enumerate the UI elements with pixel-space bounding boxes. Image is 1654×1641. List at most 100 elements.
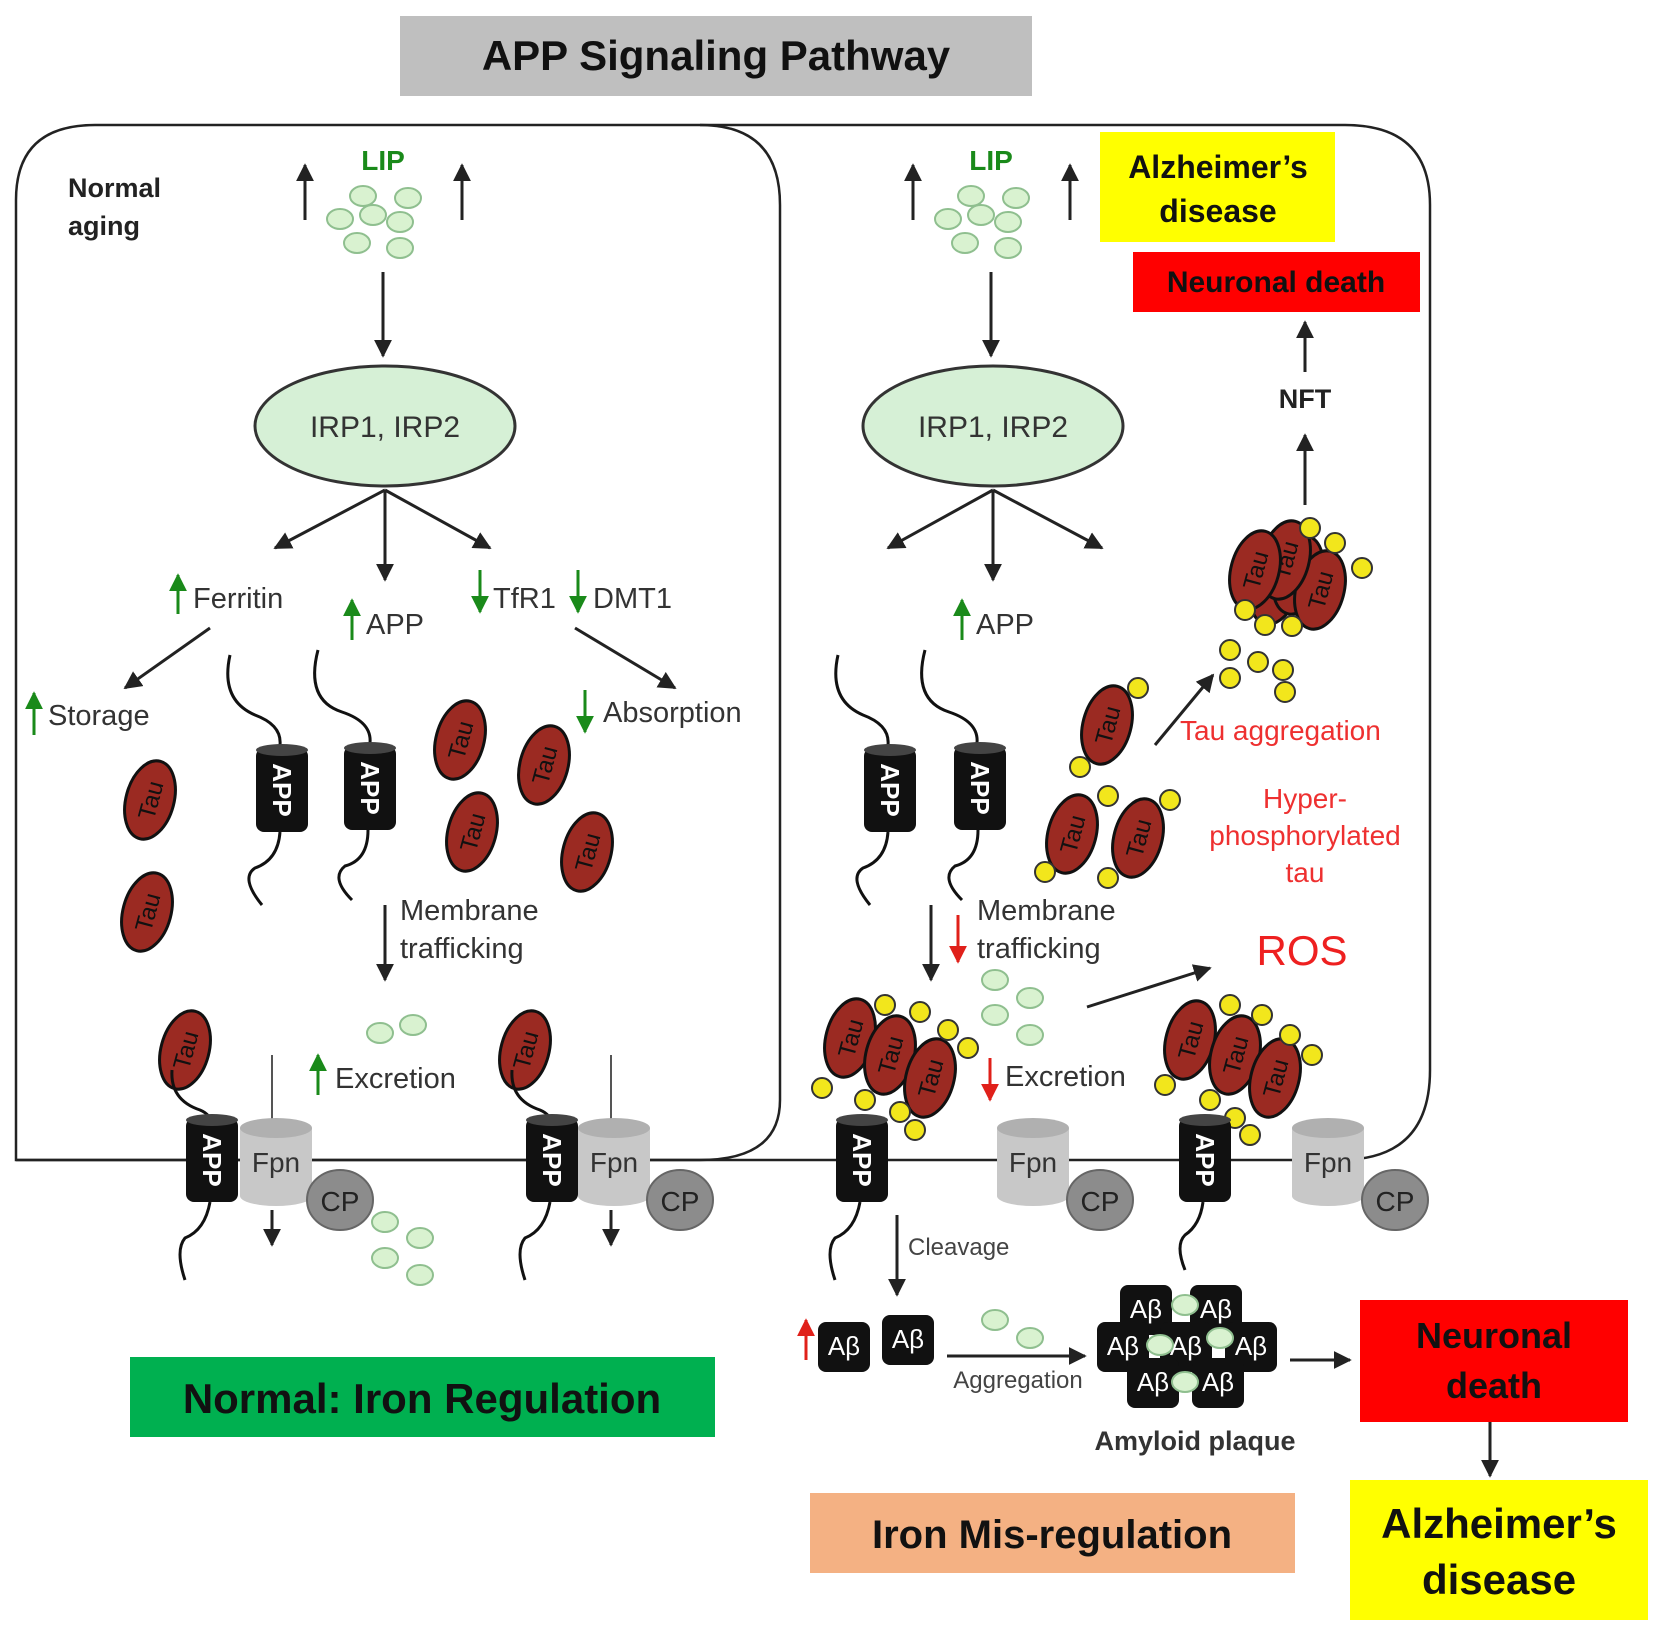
alzheimers-bottom-box bbox=[1350, 1480, 1648, 1620]
membrane-tau-cluster: Tau Tau Tau bbox=[1154, 993, 1323, 1146]
svg-text:APP: APP bbox=[875, 763, 905, 816]
membrane-tau-cluster: Tau Tau Tau bbox=[811, 991, 979, 1141]
app-receptor: APP bbox=[313, 649, 396, 902]
misreg-lip-iron-cluster bbox=[934, 185, 1030, 259]
normal-footer-box bbox=[130, 1357, 715, 1437]
svg-text:CP: CP bbox=[661, 1186, 700, 1217]
tau-protein: Tau bbox=[489, 1003, 561, 1097]
normal-cell-outline bbox=[14, 123, 782, 1162]
svg-text:Aβ: Aβ bbox=[1137, 1367, 1169, 1397]
tau-aggregation-label: Tau aggregation bbox=[1180, 715, 1381, 746]
normal-panel: Normal aging LIP IRP1, IRP2 Ferritin APP… bbox=[25, 145, 742, 1437]
normal-membrane-label-2: trafficking bbox=[400, 933, 524, 965]
hyperphosphorylated-label-2: phosphorylated bbox=[1209, 820, 1400, 851]
irp-to-ferritin-arrow bbox=[273, 488, 386, 550]
misreg-iron-cluster bbox=[981, 969, 1044, 1046]
svg-text:APP: APP bbox=[197, 1133, 227, 1186]
amyloid-plaque: Aβ Aβ Aβ Aβ Aβ Aβ Aβ bbox=[1097, 1285, 1277, 1408]
tau-protein: Tau bbox=[551, 805, 623, 899]
svg-text:APP: APP bbox=[847, 1133, 877, 1186]
app-receptor: APP bbox=[834, 654, 916, 906]
alzheimers-top-label: Alzheimer’s bbox=[1128, 149, 1308, 185]
misreg-excretion-label: Excretion bbox=[1005, 1061, 1126, 1093]
neuronal-death-bottom-label: Neuronal bbox=[1416, 1315, 1572, 1356]
app-receptor: APP bbox=[226, 654, 308, 906]
alzheimers-top-box bbox=[1100, 132, 1335, 242]
svg-text:CP: CP bbox=[1081, 1186, 1120, 1217]
misreg-footer-box bbox=[810, 1493, 1295, 1573]
svg-text:Aβ: Aβ bbox=[1235, 1331, 1267, 1361]
misreg-footer-label: Iron Mis-regulation bbox=[872, 1513, 1232, 1557]
normal-lip-iron-cluster bbox=[326, 185, 422, 259]
misreg-membrane-label-2: trafficking bbox=[977, 933, 1101, 965]
ferritin-label: Ferritin bbox=[193, 583, 283, 615]
phosphorylated-tau: Tau bbox=[1034, 785, 1119, 883]
misreg-app-label: APP bbox=[976, 609, 1034, 641]
svg-text:Aβ: Aβ bbox=[1107, 1331, 1139, 1361]
membrane-app-receptor: APP bbox=[170, 1069, 238, 1281]
title-box bbox=[400, 16, 1032, 96]
irp-left-arrow bbox=[886, 488, 994, 550]
svg-text:Aβ: Aβ bbox=[1170, 1331, 1202, 1361]
neuronal-death-bottom-label-2: death bbox=[1446, 1365, 1542, 1406]
dmt1-label: DMT1 bbox=[593, 583, 672, 615]
neuronal-death-top-label: Neuronal death bbox=[1167, 266, 1385, 299]
svg-text:APP: APP bbox=[965, 761, 995, 814]
tau-protein: Tau bbox=[114, 753, 186, 847]
storage-label: Storage bbox=[48, 700, 150, 732]
cp-protein: CP bbox=[306, 1169, 374, 1231]
abeta-monomer: Aβ bbox=[882, 1315, 934, 1365]
svg-text:CP: CP bbox=[321, 1186, 360, 1217]
svg-text:APP: APP bbox=[355, 761, 385, 814]
alzheimers-bottom-label: Alzheimer’s bbox=[1381, 1500, 1617, 1547]
membrane-app-receptor: APP bbox=[828, 1114, 888, 1281]
membrane-app-receptor: APP bbox=[510, 1069, 578, 1281]
fpn-channel: Fpn bbox=[578, 1055, 650, 1247]
normal-irp-label: IRP1, IRP2 bbox=[310, 411, 460, 444]
svg-text:Fpn: Fpn bbox=[252, 1147, 300, 1178]
svg-text:Aβ: Aβ bbox=[828, 1331, 860, 1361]
app-receptor: APP bbox=[920, 649, 1006, 902]
svg-text:APP: APP bbox=[537, 1133, 567, 1186]
tau-protein: Tau bbox=[149, 1003, 221, 1097]
phosphorylated-tau: Tau bbox=[1069, 677, 1149, 778]
released-iron bbox=[371, 1211, 434, 1286]
diagram-title: APP Signaling Pathway bbox=[482, 32, 951, 79]
misregulation-panel: LIP IRP1, IRP2 APP Alzheimer’s disease N… bbox=[797, 132, 1648, 1620]
alzheimers-bottom-label-2: disease bbox=[1422, 1556, 1576, 1603]
misreg-membrane-label: Membrane bbox=[977, 895, 1116, 927]
hyperphosphorylated-label-1: Hyper- bbox=[1263, 783, 1347, 814]
svg-text:CP: CP bbox=[1376, 1186, 1415, 1217]
neuronal-death-bottom-box bbox=[1360, 1300, 1628, 1422]
ferritin-to-storage-arrow bbox=[123, 626, 211, 690]
cp-protein: CP bbox=[1066, 1169, 1134, 1231]
normal-membrane-label: Membrane bbox=[400, 895, 539, 927]
svg-text:Aβ: Aβ bbox=[892, 1324, 924, 1354]
misreg-irp-ellipse bbox=[861, 364, 1125, 488]
tau-protein: Tau bbox=[508, 718, 580, 812]
misreg-irp-label: IRP1, IRP2 bbox=[918, 411, 1068, 444]
svg-text:Fpn: Fpn bbox=[1009, 1147, 1057, 1178]
iron-to-ros-arrow bbox=[1086, 964, 1212, 1009]
tau-protein: Tau bbox=[436, 785, 508, 879]
phosphorylated-tau: Tau bbox=[1097, 789, 1181, 889]
membrane-app-receptor: APP bbox=[1178, 1114, 1231, 1271]
svg-text:APP: APP bbox=[267, 763, 297, 816]
svg-text:Aβ: Aβ bbox=[1130, 1294, 1162, 1324]
normal-app-label: APP bbox=[366, 609, 424, 641]
misreg-lip-label: LIP bbox=[969, 145, 1013, 176]
cp-protein: CP bbox=[646, 1169, 714, 1231]
svg-text:Fpn: Fpn bbox=[1304, 1147, 1352, 1178]
irp-to-tfr1-arrow bbox=[384, 488, 492, 550]
cleavage-label: Cleavage bbox=[908, 1234, 1009, 1261]
svg-text:Fpn: Fpn bbox=[590, 1147, 638, 1178]
normal-lip-label: LIP bbox=[361, 145, 405, 176]
fpn-channel: Fpn bbox=[997, 1118, 1069, 1206]
irp-right-arrow bbox=[992, 488, 1104, 550]
normal-aging-label-2: aging bbox=[68, 211, 140, 241]
absorption-label: Absorption bbox=[603, 697, 742, 729]
fpn-channel: Fpn bbox=[1292, 1118, 1364, 1206]
normal-excretion-iron bbox=[366, 1014, 427, 1044]
tau-protein: Tau bbox=[424, 693, 496, 787]
ros-label: ROS bbox=[1256, 927, 1347, 974]
